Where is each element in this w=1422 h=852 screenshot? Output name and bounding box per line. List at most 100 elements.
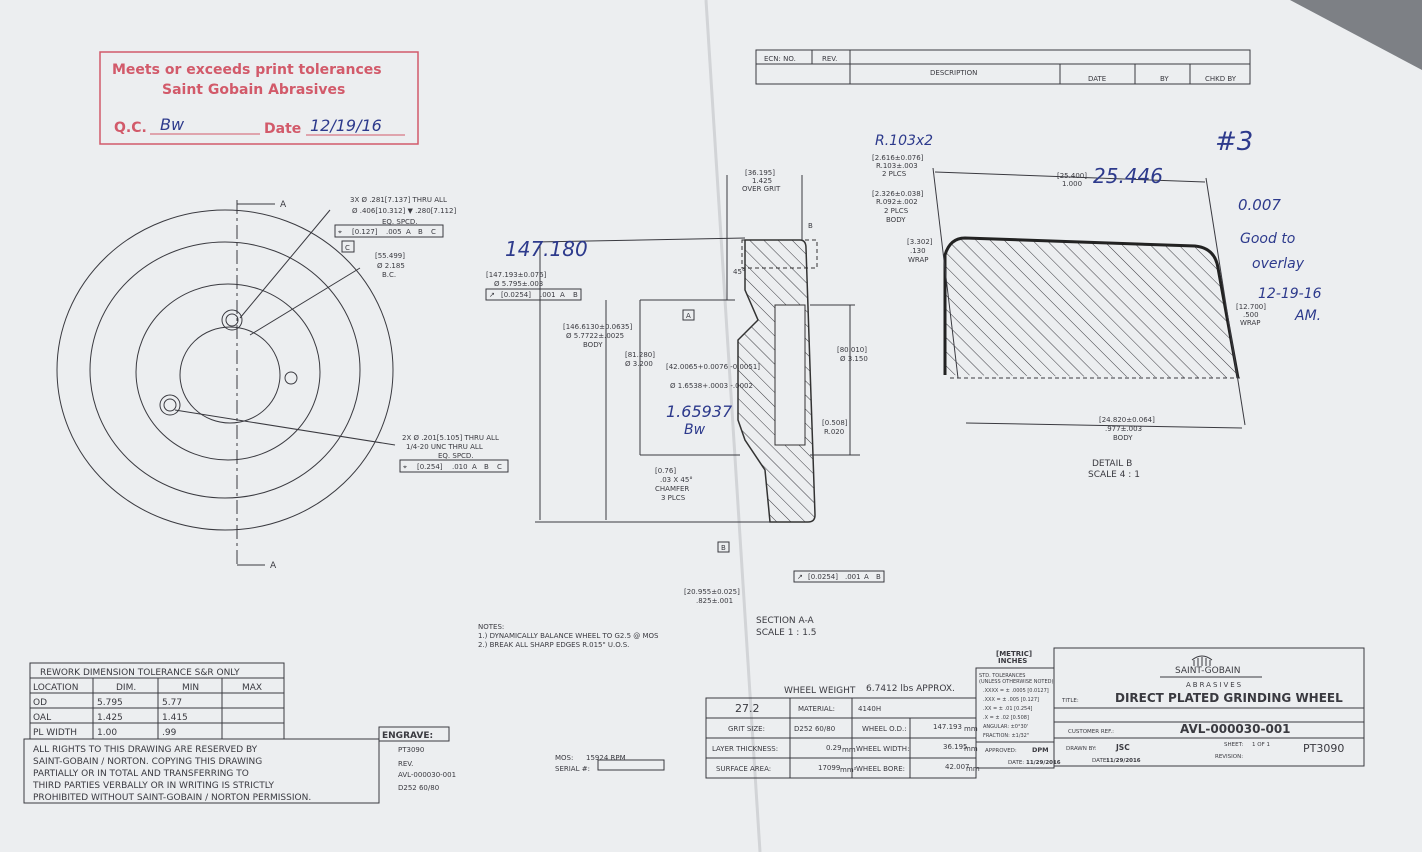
wheel-od_label-text: WHEEL O.D.: (862, 725, 907, 733)
notes: NOTES: 1.) DYNAMICALLY BALANCE WHEEL TO … (478, 623, 659, 649)
rework_table-rows-1-0-text: OAL (33, 713, 51, 723)
wheel-weight_label-text: WHEEL WEIGHT (784, 686, 856, 696)
engrave-block: ENGRAVE: PT3090 REV. AVL-000030-001 D252… (378, 726, 665, 803)
drawing-linework (284, 371, 298, 385)
paper-fold (704, 0, 762, 852)
section-bore_1-text: [42.0065+0.0076 -0.0051] (666, 363, 760, 371)
mos-label-text: MOS: (555, 754, 573, 762)
front_view-fcf2-0-text: ⌖ (403, 463, 407, 471)
section-hub_1-text: [20.955±0.025] (684, 588, 740, 596)
front_view-bc_2-text: Ø 2.185 (377, 262, 405, 270)
wheel-od_unit-text: mm (964, 725, 978, 733)
drawing-linework (135, 283, 321, 461)
engrave-title-text: ENGRAVE: (382, 731, 433, 741)
drawing-linework (239, 209, 331, 319)
drawing-linework (965, 422, 1243, 429)
front_view-section_a-text: A (270, 561, 277, 571)
stamp-qc_value-text: Bw (160, 115, 185, 134)
section-body_1-text: [146.6130±0.0635] (563, 323, 632, 331)
wheel-area-text: 17099 (818, 764, 840, 772)
drawing-linework (399, 459, 509, 473)
wheel-layer_unit-text: mm (842, 746, 856, 754)
rework_table-headers-2-text: MIN (182, 683, 199, 693)
title_block-approved_label-text: APPROVED: (985, 748, 1017, 754)
revision_block-headers-2-text: DESCRIPTION (930, 69, 977, 77)
tolerances-title_1-text: STD. TOLERANCES (979, 673, 1025, 679)
tolerances-units_1-text: [METRIC] (996, 650, 1032, 658)
drawing-linework (179, 326, 281, 424)
front_view-fcf2-2-text: .010 (452, 463, 468, 471)
rework_table-rows-2-1-text: 1.00 (97, 728, 117, 738)
wheel-bore_label-text: WHEEL BORE: (856, 765, 905, 773)
notes-title-text: NOTES: (478, 623, 504, 631)
wheel-weight_value-text: 6.7412 lbs APPROX. (866, 684, 955, 694)
title_block-sheet_label-text: SHEET: (1224, 742, 1243, 748)
front_view-fcf2-4-text: B (484, 463, 489, 471)
rework_table-headers-0-text: LOCATION (33, 683, 79, 693)
engrave-lines-2-text: AVL-000030-001 (398, 771, 456, 779)
detail-scale-text: SCALE 4 : 1 (1088, 470, 1140, 480)
handwritten-bore_initials-text: Bw (684, 422, 706, 438)
stamp-date_value-text: 12/19/16 (310, 116, 382, 135)
section-d80_1-text: [80.010] (837, 346, 867, 354)
rights-3-text: THIRD PARTIES VERBALLY OR IN WRITING IS … (32, 781, 275, 791)
title_block-revision_label-text: REVISION: (1215, 754, 1243, 760)
wheel-material_label-text: MATERIAL: (798, 705, 835, 713)
wheel-area_label-text: SURFACE AREA: (716, 765, 771, 773)
wheel-area_unit-text: mm² (840, 766, 857, 774)
section-chamfer_3-text: CHAMFER (655, 485, 689, 493)
wheel-grit-text: D252 60/80 (794, 725, 835, 733)
fcf-holes: ⌖ [0.127] .005 A B C (334, 224, 444, 238)
handwritten-number-text: #3 (1215, 127, 1253, 157)
tolerances-lines-0-text: .XXXX = ± .0005 [0.0127] (983, 688, 1049, 694)
section-r_2-text: R.020 (824, 428, 844, 436)
wheel-bore-text: 42.007 (945, 763, 970, 771)
revision_block-headers-5-text: CHKD BY (1205, 75, 1237, 83)
detail-r1_1-text: [2.616±0.076] (872, 154, 924, 162)
handwritten-bore_note-text: 1.65937 (666, 402, 733, 421)
drawing-linework (174, 409, 396, 446)
wheel-code-text: 27.2 (735, 702, 760, 715)
drawing-linework (682, 309, 695, 321)
section-detail_b-text: B (808, 222, 813, 230)
drawing-linework (741, 239, 818, 269)
drawing-linework (99, 51, 419, 145)
detail-r1_2-text: R.103±.003 (876, 162, 918, 170)
drawing-linework (774, 304, 806, 446)
front_view-section_a-text: A (280, 200, 287, 210)
detail-wrap2_1-text: [12.700] (1236, 303, 1266, 311)
drawing-linework (56, 209, 394, 531)
section-body_2-text: Ø 5.7722±.0025 (566, 332, 624, 340)
drawing-linework (755, 49, 1251, 85)
section-d81_1-text: [81.280] (625, 351, 655, 359)
section-fcf_od-2-text: .001 (540, 291, 556, 299)
notes-items-0-text: 1.) DYNAMICALLY BALANCE WHEEL TO G2.5 @ … (478, 632, 659, 640)
section-od_1-text: [147.193±0.076] (486, 271, 547, 279)
front_view-hole_note_1-text: 3X Ø .281[7.137] THRU ALL (350, 196, 447, 204)
section-width_2-text: 1.425 (752, 177, 772, 185)
rights-0-text: ALL RIGHTS TO THIS DRAWING ARE RESERVED … (33, 745, 258, 755)
section-fcf_face-2-text: .001 (845, 573, 861, 581)
drawing-linework (221, 309, 243, 331)
rework_table-rows-0-2-text: 5.77 (162, 698, 182, 708)
section-a-a: [147.193±0.076] Ø 5.795±.003 ↗ [0.0254] … (485, 169, 885, 638)
section-fcf_od-4-text: B (573, 291, 578, 299)
saint-gobain-logo: SAINT-GOBAIN ABRASIVES (1160, 655, 1262, 689)
tolerances-lines-5-text: FRACTION: ±1/32" (983, 733, 1029, 739)
detail-wrap1_3-text: WRAP (908, 256, 929, 264)
rework_table-title-text: REWORK DIMENSION TOLERANCE S&R ONLY (40, 668, 240, 678)
handwritten-flatness-text: 0.007 (1238, 196, 1281, 214)
detail-b: [2.616±0.076] R.103±.003 2 PLCS [2.326±0… (872, 154, 1266, 480)
stamp-date_label-text: Date (264, 121, 301, 137)
detail-body_2-text: .977±.003 (1105, 425, 1142, 433)
drawing-linework (1191, 655, 1213, 666)
wheel-grit_label-text: GRIT SIZE: (728, 725, 765, 733)
rework_table-rows-1-1-text: 1.425 (97, 713, 123, 723)
wheel-od-text: 147.193 (933, 723, 962, 731)
rework_table-rows-1-2-text: 1.415 (162, 713, 188, 723)
tolerances-title_2-text: (UNLESS OTHERWISE NOTED) (979, 679, 1053, 685)
mos-serial_label-text: SERIAL #: (555, 765, 590, 773)
title_block-approved_date-text: 11/29/2016 (1026, 760, 1061, 766)
front_view-fcf2-1-text: [0.254] (417, 463, 443, 471)
